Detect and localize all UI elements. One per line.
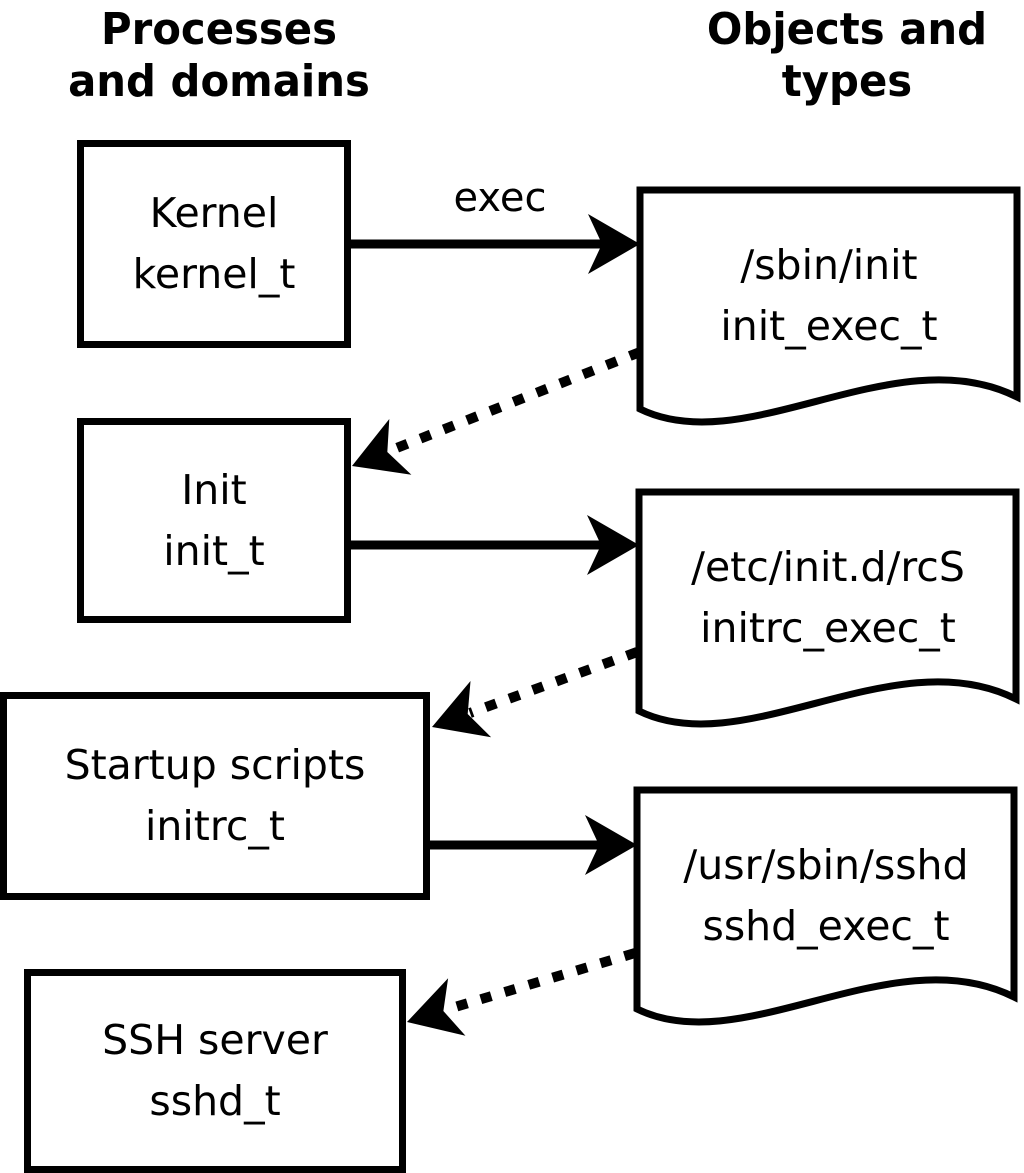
- document-shape-icon: [633, 786, 1018, 1026]
- header-line: Objects and: [706, 4, 988, 55]
- transition-arrow-initrc-exec-to-initrc: [468, 647, 639, 718]
- object-node-etc-initd-rcs: /etc/init.d/rcS initrc_exec_t: [635, 488, 1021, 748]
- object-node-sbin-init: /sbin/init init_exec_t: [636, 186, 1022, 446]
- object-path: /usr/sbin/sshd: [683, 841, 969, 889]
- document-shape-icon: [635, 488, 1020, 728]
- process-node-ssh-server: SSH server sshd_t: [24, 969, 406, 1173]
- exec-edge-label: exec: [453, 175, 547, 221]
- arrowhead-icon: [432, 680, 492, 738]
- arrowhead-icon: [587, 515, 639, 575]
- document-shape-icon: [636, 186, 1021, 426]
- column-header-processes: Processes and domains: [29, 4, 409, 108]
- process-name: Init: [181, 465, 247, 514]
- object-path: /etc/init.d/rcS: [691, 543, 965, 591]
- domain-type: initrc_t: [145, 802, 285, 850]
- object-label: /etc/init.d/rcS initrc_exec_t: [635, 488, 1021, 708]
- arrowhead-icon: [588, 214, 640, 274]
- object-label: /usr/sbin/sshd sshd_exec_t: [633, 786, 1019, 1006]
- column-header-objects: Objects and types: [669, 4, 1024, 108]
- header-line: and domains: [68, 56, 370, 107]
- header-line: Processes: [100, 4, 338, 55]
- arrowhead-icon: [585, 815, 637, 875]
- object-type: sshd_exec_t: [702, 902, 950, 950]
- process-name: Startup scripts: [64, 741, 366, 789]
- object-node-usr-sbin-sshd: /usr/sbin/sshd sshd_exec_t: [633, 786, 1019, 1046]
- object-label: /sbin/init init_exec_t: [636, 186, 1022, 406]
- object-type: init_exec_t: [720, 302, 938, 350]
- object-type: initrc_exec_t: [700, 604, 956, 652]
- arrowhead-icon: [352, 418, 412, 475]
- process-node-init: Init init_t: [77, 418, 351, 623]
- object-path: /sbin/init: [740, 241, 918, 289]
- arrowhead-icon: [407, 978, 466, 1036]
- domain-type: init_t: [163, 526, 265, 575]
- transition-arrow-sshd-exec-to-sshd: [443, 948, 637, 1015]
- process-name: SSH server: [102, 1016, 328, 1064]
- header-line: types: [781, 56, 913, 107]
- transition-arrow-init-exec-to-init: [387, 347, 642, 456]
- domain-type: kernel_t: [132, 250, 296, 298]
- process-node-startup-scripts: Startup scripts initrc_t: [0, 692, 430, 900]
- process-node-kernel: Kernel kernel_t: [77, 140, 351, 348]
- domain-type: sshd_t: [149, 1077, 281, 1125]
- process-name: Kernel: [149, 189, 279, 237]
